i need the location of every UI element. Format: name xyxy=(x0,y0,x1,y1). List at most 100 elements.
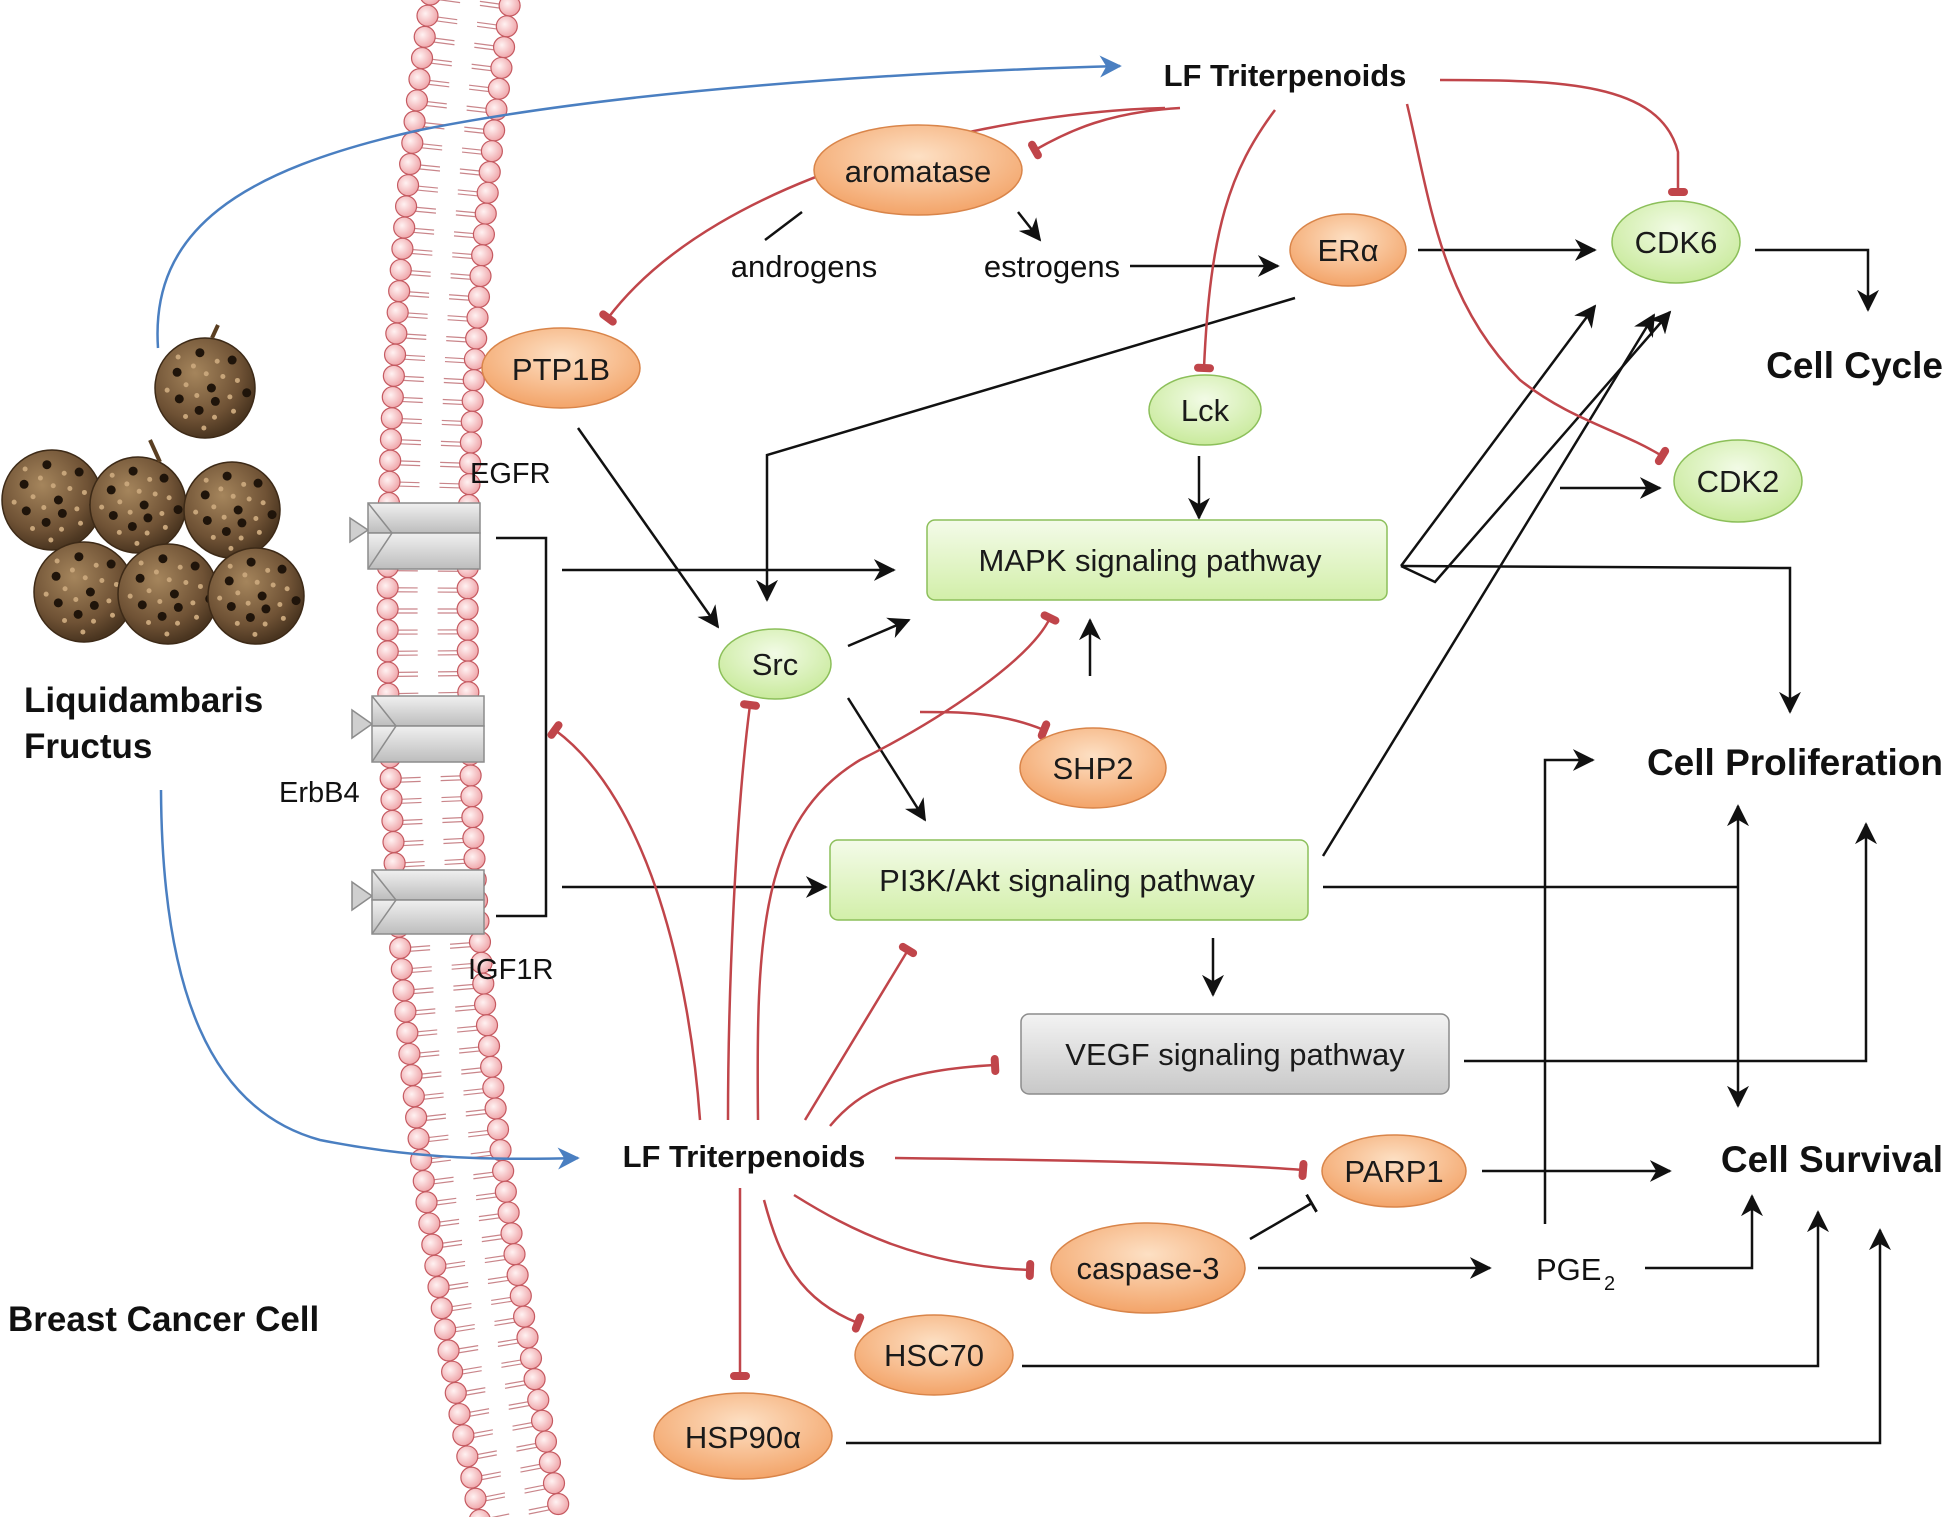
fruit-texture xyxy=(206,383,216,393)
lipid-head xyxy=(412,1169,435,1193)
hsc70-node: HSC70 xyxy=(854,1314,1014,1396)
fruit-texture xyxy=(284,586,290,592)
lipid-head xyxy=(460,785,483,808)
fruit-texture xyxy=(228,545,234,551)
cell-cycle-outcome: Cell Cycle xyxy=(1766,345,1943,386)
lipid-head xyxy=(376,576,399,599)
fruit-texture xyxy=(159,473,169,483)
svg-text:MAPK signaling pathway: MAPK signaling pathway xyxy=(979,543,1322,578)
fruit-texture xyxy=(30,494,36,500)
fruit-texture xyxy=(195,348,205,358)
lipid-head xyxy=(487,77,510,100)
svg-text:2: 2 xyxy=(1604,1273,1615,1295)
era-node: ERα xyxy=(1289,213,1407,287)
lipid-head xyxy=(494,1180,517,1203)
fruit-texture xyxy=(260,500,266,506)
svg-text:aromatase: aromatase xyxy=(845,154,991,189)
fruit-texture xyxy=(166,495,172,501)
lipid-head xyxy=(527,1388,550,1412)
fruit-texture xyxy=(62,617,68,623)
fruit-texture xyxy=(234,377,240,383)
lipid-head xyxy=(513,1305,536,1328)
lipid-head xyxy=(405,89,429,112)
lipid-head xyxy=(382,364,405,387)
lipid-head xyxy=(516,1326,539,1349)
fruit-texture xyxy=(252,631,258,637)
lipid-head xyxy=(464,1487,487,1510)
fruit-texture xyxy=(253,478,263,488)
plant-name-line1: Liquidambaris xyxy=(24,681,263,720)
svg-text:PARP1: PARP1 xyxy=(1344,1154,1443,1189)
svg-text:PTP1B: PTP1B xyxy=(512,352,610,387)
fruit-texture xyxy=(203,371,209,377)
lipid-head xyxy=(430,1297,453,1320)
fruit-texture xyxy=(127,521,137,531)
lipid-head xyxy=(452,1424,475,1447)
fruit-texture xyxy=(157,611,167,621)
fruit-texture xyxy=(127,593,133,599)
fruit-texture xyxy=(146,588,152,594)
fruit-texture xyxy=(89,600,99,610)
fruit xyxy=(117,543,219,645)
fruit-texture xyxy=(211,504,217,510)
fruit-texture xyxy=(200,490,210,500)
lipid-head xyxy=(462,826,485,850)
lipid-head xyxy=(394,195,418,218)
fruit-texture xyxy=(50,483,56,489)
svg-text:caspase-3: caspase-3 xyxy=(1076,1251,1219,1286)
fruit-texture xyxy=(80,629,86,635)
fruit-texture xyxy=(144,530,150,536)
fruit-texture xyxy=(183,382,189,388)
lipid-head xyxy=(405,1106,428,1129)
fruit-texture xyxy=(37,475,43,481)
fruit-texture xyxy=(91,618,97,624)
erbb4-label: ErbB4 xyxy=(279,777,360,809)
fruit-texture xyxy=(177,564,183,570)
fruit-texture xyxy=(246,496,252,502)
lipid-head xyxy=(379,428,403,451)
fruit-texture xyxy=(254,579,260,585)
fruit-texture xyxy=(82,575,88,581)
fruit xyxy=(154,337,256,439)
fruit-texture xyxy=(136,488,142,494)
lipid-tail xyxy=(436,0,461,4)
fruit-texture xyxy=(99,504,105,510)
fruit-texture xyxy=(74,552,84,562)
lipid-head xyxy=(498,0,521,17)
lipid-head xyxy=(391,237,414,260)
fruit-texture xyxy=(41,505,47,511)
lipid-head xyxy=(460,410,483,433)
lipid-head xyxy=(382,830,405,854)
fruit-stem xyxy=(148,439,162,463)
fruit-texture xyxy=(166,577,172,583)
fruit-texture xyxy=(210,534,216,540)
lipid-head xyxy=(388,280,411,303)
lipid-head xyxy=(381,385,404,409)
fruit-texture xyxy=(30,525,36,531)
fruit-texture xyxy=(291,596,301,606)
lck-node: Lck xyxy=(1148,374,1262,446)
fruit xyxy=(89,456,187,554)
cdk6-node: CDK6 xyxy=(1611,200,1741,284)
fruit-texture xyxy=(233,505,243,515)
fruit-texture xyxy=(174,394,184,404)
aromatase-node: aromatase xyxy=(813,124,1023,216)
egfr-label: EGFR xyxy=(470,458,551,490)
fruit-texture xyxy=(175,354,181,360)
lipid-head xyxy=(475,1014,499,1037)
fruit-texture xyxy=(203,477,209,483)
shp2-node: SHP2 xyxy=(1019,727,1167,809)
fruit-texture xyxy=(172,367,182,377)
fruit-texture xyxy=(262,621,268,627)
fruit-texture xyxy=(106,485,116,495)
lipid-head xyxy=(376,619,399,642)
lipid-head xyxy=(492,36,516,59)
lipid-head xyxy=(390,958,413,981)
fruit-texture xyxy=(57,508,67,518)
mapk-pathway-box: MAPK signaling pathway xyxy=(926,519,1388,601)
fruit-texture xyxy=(85,587,95,597)
lipid-head xyxy=(473,993,497,1016)
lipid-head xyxy=(389,936,412,960)
svg-text:ERα: ERα xyxy=(1318,233,1379,268)
ptp1b-node: PTP1B xyxy=(481,327,641,409)
